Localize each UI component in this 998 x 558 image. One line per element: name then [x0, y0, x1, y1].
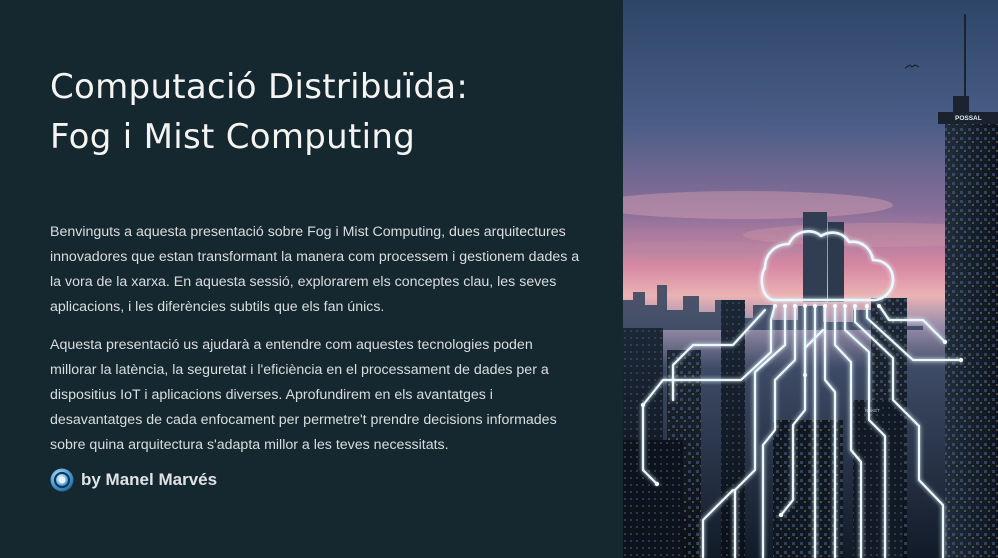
circuit-nodes: [640, 304, 964, 518]
slide-title: Computació Distribuïda: Fog i Mist Compu…: [50, 62, 610, 162]
bird-icon: [904, 64, 920, 69]
author-name: by Manel Marvés: [81, 470, 218, 489]
city-cloud-illustration: POSSAL NAKET: [623, 0, 998, 558]
intro-paragraph: Benvinguts a aquesta presentació sobre F…: [50, 224, 580, 315]
cloud-circuit-icon: [641, 230, 963, 558]
author-avatar: [50, 468, 74, 492]
title-line-2: Fog i Mist Computing: [50, 117, 416, 157]
tower-sign: POSSAL: [955, 115, 982, 122]
title-line-1: Computació Distribuïda:: [50, 67, 469, 107]
small-building-sign: NAKET: [865, 408, 880, 413]
author-line: by Manel Marvés: [50, 468, 217, 492]
text-panel: Computació Distribuïda: Fog i Mist Compu…: [50, 62, 610, 492]
hero-image: POSSAL NAKET: [623, 0, 998, 558]
details-paragraph: Aquesta presentació us ajudarà a entendr…: [50, 337, 557, 453]
